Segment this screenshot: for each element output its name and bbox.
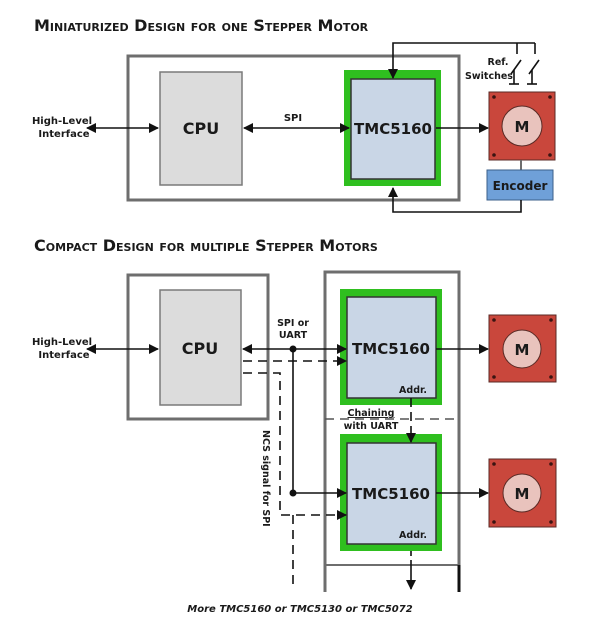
s1-encoder-block (486, 169, 554, 201)
section2-title: Compact Design for multiple Stepper Moto… (34, 236, 378, 255)
s2-motor1 (488, 314, 557, 383)
s2-driver1-label: TMC5160 (352, 340, 430, 358)
section1-title: Miniaturized Design for one Stepper Moto… (34, 16, 369, 35)
s1-driver-block (350, 78, 436, 180)
s1-cpu-label: CPU (183, 119, 219, 138)
s1-encoder-feedback-line (388, 187, 522, 213)
s2-motor2 (488, 458, 557, 528)
s2-driver2-block (346, 442, 437, 545)
s2-driver1-block (346, 296, 437, 399)
s2-ncs-label: NCS signal for SPI (260, 430, 271, 527)
s1-ref-switch-line (388, 42, 517, 79)
s1-cpu-block (159, 71, 243, 186)
s2-footer-label: More TMC5160 or TMC5130 or TMC5072 (187, 604, 412, 615)
s2-driver1-addr: Addr. (399, 385, 427, 396)
s1-driver-label: TMC5160 (354, 120, 432, 138)
s1-interface-label-1: High-Level (32, 116, 92, 127)
s1-motor-label: M (515, 118, 530, 136)
s1-encoder-label: Encoder (493, 179, 548, 193)
s2-interface-label-2: Interface (38, 350, 89, 361)
s1-ref-label-2: Switches (465, 71, 513, 82)
s1-ref-switch-2 (527, 43, 540, 85)
s2-chain-label-2: with UART (344, 421, 399, 432)
s1-ref-label-1: Ref. (488, 57, 509, 68)
s1-spi-label: SPI (284, 113, 302, 124)
s2-bus-label-2: UART (279, 330, 308, 341)
s2-chain-label-1: Chaining (348, 408, 395, 419)
s1-interface-label-2: Interface (38, 129, 89, 140)
s2-driver2-label: TMC5160 (352, 485, 430, 503)
s2-cpu-label: CPU (182, 339, 218, 358)
s2-motor2-label: M (515, 485, 530, 503)
s1-ref-switch-1 (509, 43, 522, 85)
s1-motor (488, 91, 556, 161)
s2-driver-board-frame (323, 270, 461, 592)
s2-ncs2-line (243, 372, 347, 520)
s2-bus-label-1: SPI or (277, 318, 309, 329)
s2-motor1-label: M (515, 341, 530, 359)
s2-cpu-block (159, 289, 242, 406)
s2-driver2-addr: Addr. (399, 530, 427, 541)
s2-interface-label-1: High-Level (32, 337, 92, 348)
